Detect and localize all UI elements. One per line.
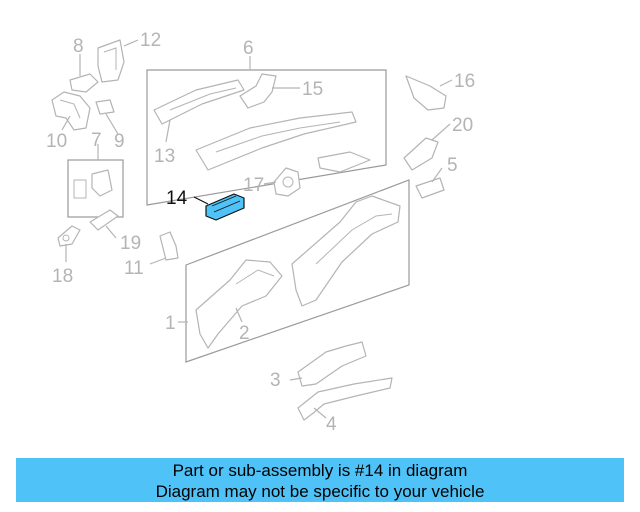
part-8-10-bracket [51, 73, 99, 131]
callout-14: 14 [166, 188, 188, 209]
part-16-bracket [405, 75, 447, 111]
callout-6: 6 [243, 38, 254, 59]
part-11-bracket [159, 231, 179, 261]
callout-7: 7 [91, 130, 102, 151]
callout-19: 19 [120, 233, 141, 254]
callout-5: 5 [447, 155, 458, 176]
part-2-apron [195, 195, 401, 349]
part-5-bracket [415, 177, 445, 199]
callout-9: 9 [114, 131, 125, 152]
banner-line-part: Part or sub-assembly is #14 in diagram [172, 461, 468, 480]
callout-1: 1 [165, 313, 176, 334]
callout-17: 17 [243, 175, 264, 196]
banner-line-disclaimer: Diagram may not be specific to your vehi… [155, 482, 485, 501]
part-17-plate [273, 167, 301, 197]
callout-4: 4 [326, 414, 337, 435]
callout-3: 3 [270, 370, 281, 391]
callout-15: 15 [302, 79, 323, 100]
part-18-clip [57, 225, 81, 247]
callout-11: 11 [124, 258, 144, 279]
part-info-banner: Part or sub-assembly is #14 in diagram D… [16, 458, 624, 502]
part-13-rail [153, 79, 245, 125]
part-12-bracket [97, 39, 125, 83]
part-6-main-rail [195, 111, 371, 173]
part-3-bracket [297, 341, 367, 387]
part-14-highlighted [205, 193, 245, 221]
callout-2: 2 [239, 323, 250, 344]
group-box-7 [67, 159, 124, 218]
part-15-bracket [239, 73, 277, 109]
group-box-6 [146, 69, 387, 206]
callout-18: 18 [52, 266, 73, 287]
part-9-clip [95, 99, 115, 115]
part-4-bracket [297, 377, 393, 421]
callout-8: 8 [73, 36, 84, 57]
callout-16: 16 [454, 71, 475, 92]
part-20-bracket [403, 137, 439, 171]
callout-10: 10 [46, 131, 67, 152]
part-7-bracket [73, 169, 113, 199]
callout-13: 13 [154, 146, 175, 167]
callout-12: 12 [140, 30, 161, 51]
group-box-1 [185, 179, 410, 363]
callout-20: 20 [452, 115, 473, 136]
part-19-bracket [89, 209, 119, 231]
